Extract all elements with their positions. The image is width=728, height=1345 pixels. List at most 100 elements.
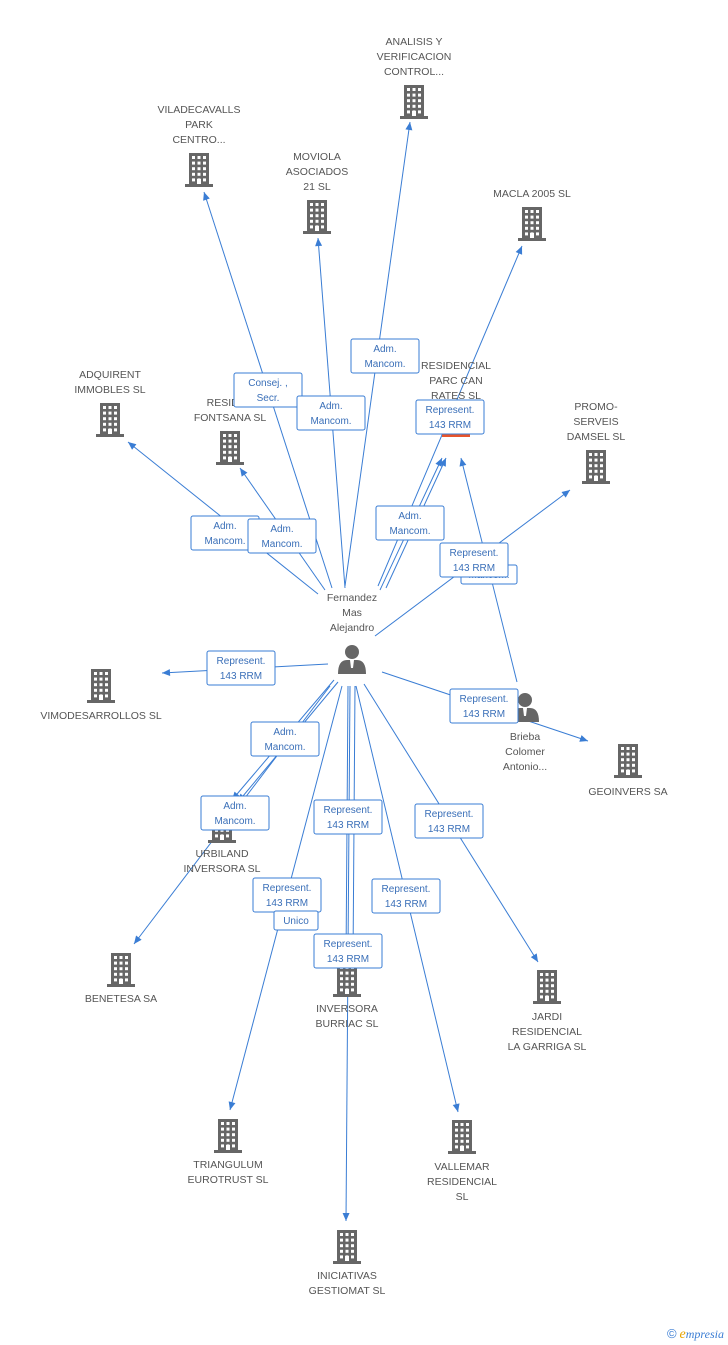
arrowhead-icon [459, 458, 467, 467]
node-label-line: Brieba [510, 731, 541, 743]
node-label-line: Alejandro [330, 622, 375, 634]
node-label-line: RESIDENCIAL [512, 1026, 582, 1038]
arrowhead-icon [515, 246, 523, 255]
edge-label-text: 143 RRM [220, 671, 262, 682]
edge-label-text: Represent. [426, 405, 475, 416]
edge-label-text: Represent. [460, 694, 509, 705]
copyright-icon: © [666, 1326, 677, 1341]
node-label-line: ASOCIADOS [286, 166, 348, 178]
edge-label-l-adm-benetesa[interactable]: Adm. Mancom. [200, 795, 270, 831]
edge-label-l-rep-vallemar[interactable]: Represent.143 RRM [371, 878, 441, 914]
node-label-line: VIMODESARROLLOS SL [40, 710, 162, 722]
edge-label-l-rep-vimode[interactable]: Represent. 143 RRM [206, 650, 276, 686]
node-label-line: PARC CAN [429, 375, 482, 387]
building-icon [303, 200, 331, 234]
edge-label-text: 143 RRM [327, 820, 369, 831]
edge-label-text: 143 RRM [453, 563, 495, 574]
node-label-line: INVERSORA SL [183, 863, 260, 875]
node-label-line: BENETESA SA [85, 993, 157, 1005]
edge-label-text: Mancom. [310, 416, 351, 427]
edge-label-text: Mancom. [264, 742, 305, 753]
node-label-line: 21 SL [303, 181, 331, 193]
node-label-line: GEOINVERS SA [588, 786, 667, 798]
edge-label-text: 143 RRM [266, 898, 308, 909]
edge-label-text: Consej. , [248, 378, 287, 389]
edge-label-l-rep-promo[interactable]: Represent. 143 RRM [439, 542, 509, 578]
edge-label-text: Adm. [223, 801, 246, 812]
arrowhead-icon [162, 669, 171, 677]
person-icon [338, 645, 366, 674]
company-node-viladecavalls[interactable]: VILADECAVALLSPARKCENTRO... [157, 104, 241, 187]
arrowhead-icon [315, 238, 323, 247]
node-label-line: VALLEMAR [434, 1161, 490, 1173]
nodes-layer: ANALISIS YVERIFICACIONCONTROL...VILADECA… [40, 36, 667, 1297]
edge-label-l-adm-adquirent[interactable]: Adm.Mancom. [190, 515, 260, 551]
company-node-macla[interactable]: MACLA 2005 SL [493, 188, 571, 241]
edge-label-l-adm-parccan[interactable]: Adm.Mancom. [375, 505, 445, 541]
edge-label-text: Mancom. [214, 816, 255, 827]
arrowhead-icon [579, 735, 588, 742]
edge-label-text: Represent. [217, 656, 266, 667]
edge-label-l-rep-burriac-1[interactable]: Represent. 143 RRM [313, 799, 383, 835]
company-node-vimode[interactable]: VIMODESARROLLOS SL [40, 669, 162, 722]
building-icon [185, 153, 213, 187]
edge-label-text: Represent. [425, 809, 474, 820]
edge-label-text: Represent. [263, 883, 312, 894]
node-label-line: URBILAND [195, 848, 249, 860]
edge-label-text: Adm. [273, 727, 296, 738]
footer-brand[interactable]: ©empresia [667, 1326, 724, 1343]
arrowhead-icon [530, 953, 538, 962]
company-node-benetesa[interactable]: BENETESA SA [85, 953, 157, 1005]
node-label-line: CONTROL... [384, 66, 444, 78]
node-label-line: Antonio... [503, 761, 547, 773]
edge-label-text: Mancom. [389, 526, 430, 537]
edge-label-text: Secr. [257, 393, 280, 404]
node-label-line: SL [456, 1191, 469, 1203]
building-icon [400, 85, 428, 119]
node-label-line: PROMO- [574, 401, 618, 413]
edge-label-l-rep-geoinvers[interactable]: Represent.143 RRM [449, 688, 519, 724]
edge-label-text: 143 RRM [428, 824, 470, 835]
node-label-line: FONTSANA SL [194, 412, 267, 424]
edge-label-l-adm-moviola[interactable]: Adm.Mancom. [296, 395, 366, 431]
building-icon [333, 963, 361, 997]
brand-name: mpresia [685, 1327, 724, 1341]
node-label-line: TRIANGULUM [193, 1159, 262, 1171]
building-icon [216, 431, 244, 465]
edge-label-l-rep-parccan-1[interactable]: Represent.143 RRM [415, 399, 485, 435]
node-label-line: BURRIAC SL [315, 1018, 378, 1030]
edge-label-text: Represent. [324, 805, 373, 816]
node-label-line: VILADECAVALLS [157, 104, 240, 116]
company-node-geoinvers[interactable]: GEOINVERS SA [588, 744, 668, 798]
edge-label-l-rep-triangulum[interactable]: Represent. 143 RRM [252, 877, 322, 913]
edge-label-l-rep-iniciativas[interactable]: Represent.143 RRM [313, 933, 383, 969]
arrowhead-icon [240, 468, 248, 477]
edge-label-l-adm-fontsana[interactable]: Adm.Mancom. [247, 518, 317, 554]
node-label-line: LA GARRIGA SL [508, 1041, 587, 1053]
node-label-line: PARK [185, 119, 213, 131]
edge-label-l-adm-urbiland[interactable]: Adm. Mancom. [250, 721, 320, 757]
node-label-line: JARDI [532, 1011, 562, 1023]
company-node-analisis[interactable]: ANALISIS YVERIFICACIONCONTROL... [377, 36, 452, 119]
edge-label-l-consej[interactable]: Consej. , Secr. [233, 372, 303, 408]
edge-label-l-rep-jardi[interactable]: Represent. 143 RRM [414, 803, 484, 839]
edge-label-text: Represent. [450, 548, 499, 559]
edge-label-l-adm-analisis[interactable]: Adm.Mancom. [350, 338, 420, 374]
edge-label-text: Adm. [373, 344, 396, 355]
building-icon [96, 403, 124, 437]
company-node-jardi[interactable]: JARDI RESIDENCIAL LA GARRIGA SL [508, 970, 587, 1053]
node-label-line: DAMSEL SL [567, 431, 626, 443]
node-label-line: VERIFICACION [377, 51, 452, 63]
edge-label-l-unico[interactable]: Unico [273, 910, 319, 931]
arrowhead-icon [439, 458, 446, 467]
edge-label-text: Mancom. [261, 539, 302, 550]
